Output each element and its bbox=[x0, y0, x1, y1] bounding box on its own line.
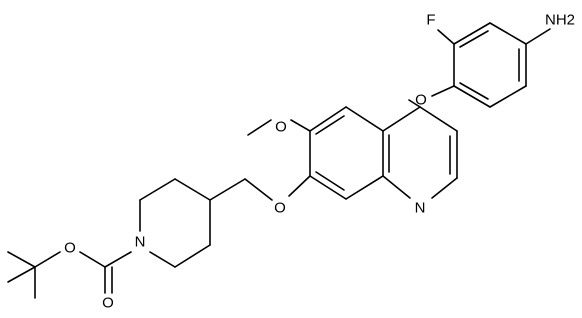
bond bbox=[309, 175, 347, 200]
aryl-ether-oxygen-label: O bbox=[415, 92, 427, 109]
bond bbox=[489, 85, 527, 108]
fluorine-label: F bbox=[426, 12, 435, 29]
bond bbox=[309, 106, 347, 132]
piperidine-nitrogen-label: N bbox=[135, 234, 146, 251]
atom-labels: NH2 F O O O N N O O bbox=[64, 12, 575, 312]
bond bbox=[149, 251, 176, 268]
bond bbox=[104, 251, 132, 268]
bond bbox=[453, 85, 491, 108]
bond bbox=[459, 30, 489, 48]
bond bbox=[345, 175, 384, 200]
bond bbox=[431, 85, 455, 97]
bond bbox=[79, 251, 106, 268]
methoxy-oxygen-label: O bbox=[275, 119, 287, 136]
quinoline-oxygen-label: O bbox=[274, 200, 286, 217]
quinoline-nitrogen-label: N bbox=[415, 200, 426, 217]
bond bbox=[489, 22, 527, 45]
bond bbox=[431, 177, 458, 199]
bond bbox=[408, 99, 421, 108]
bond bbox=[174, 244, 211, 268]
bond bbox=[382, 106, 421, 132]
bond bbox=[419, 106, 458, 132]
bond bbox=[139, 178, 176, 201]
bond bbox=[7, 251, 36, 268]
bonds bbox=[7, 22, 551, 299]
bond bbox=[244, 178, 273, 201]
bond bbox=[174, 178, 211, 201]
bond bbox=[7, 266, 36, 283]
bond bbox=[459, 82, 489, 100]
bond bbox=[525, 28, 551, 45]
bond bbox=[34, 251, 61, 268]
bond bbox=[288, 175, 311, 197]
bond bbox=[437, 29, 455, 45]
bond bbox=[315, 115, 345, 135]
amine-label: NH2 bbox=[545, 12, 575, 29]
bond bbox=[290, 119, 311, 132]
bond bbox=[315, 171, 345, 191]
carbamate-carbonyl-oxygen-label: O bbox=[102, 295, 114, 312]
bond bbox=[453, 22, 491, 45]
bond bbox=[247, 119, 272, 136]
bond bbox=[345, 106, 384, 132]
bond bbox=[382, 175, 411, 199]
carbamate-ester-oxygen-label: O bbox=[64, 240, 76, 257]
bond bbox=[209, 178, 246, 201]
